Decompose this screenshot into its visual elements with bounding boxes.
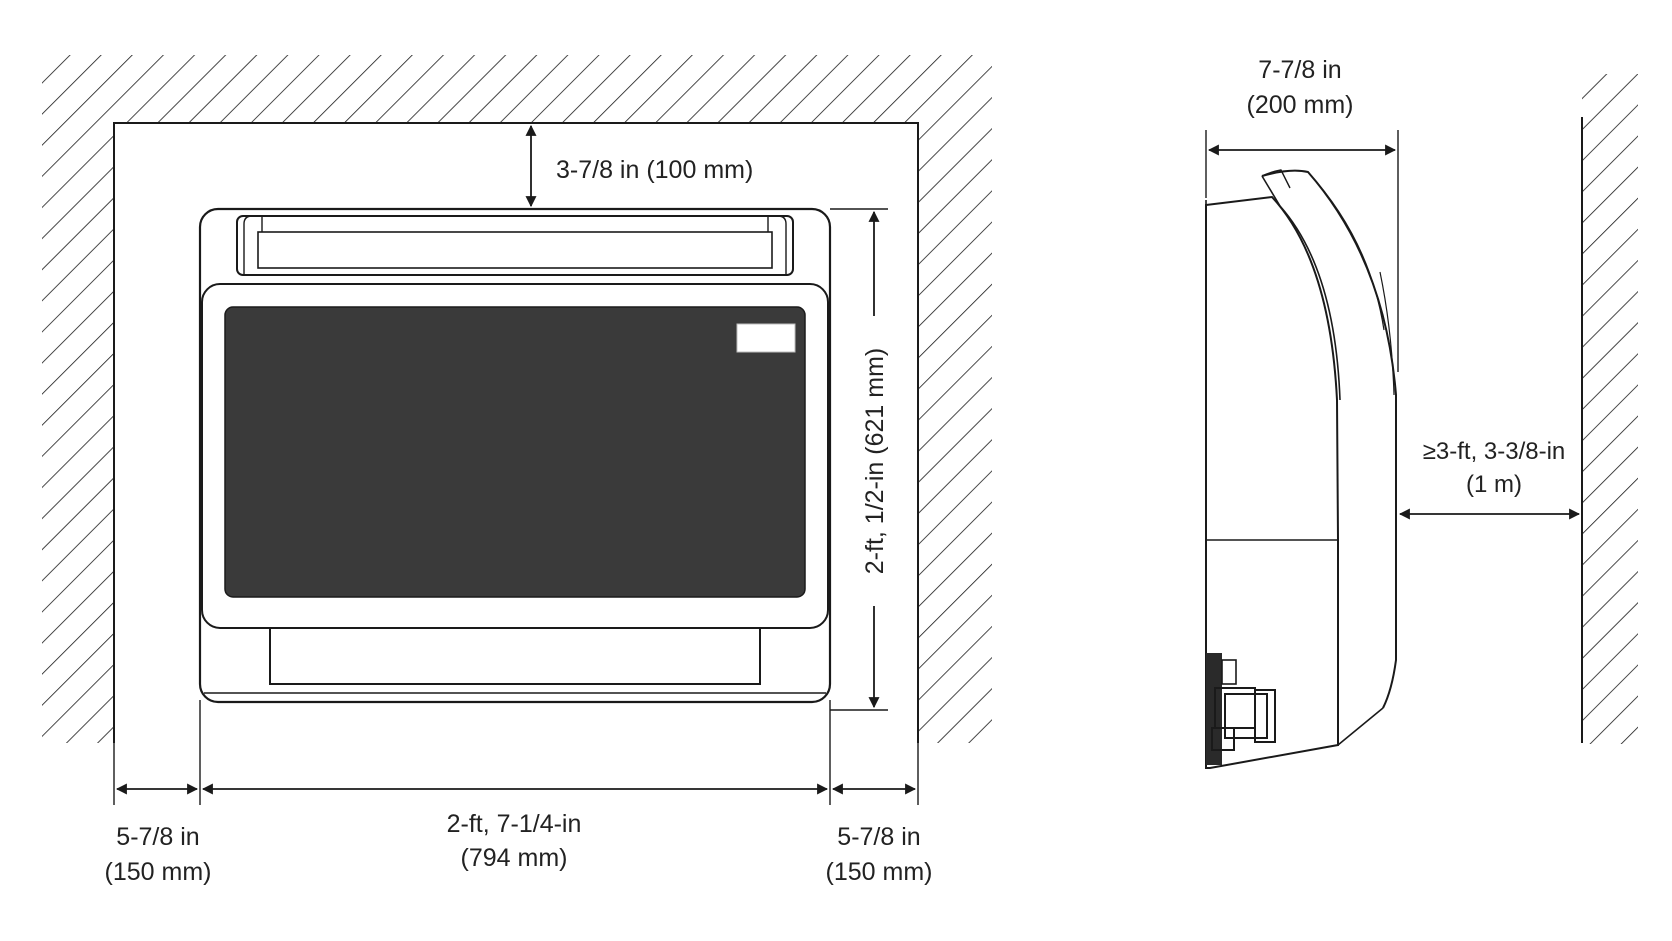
right-clearance-label-2: (150 mm) [826, 858, 933, 886]
front-panel-side [1261, 169, 1397, 709]
side-view: 7-7/8 in (200 mm) ≥3-ft, 3-3/8-in (1 m) [1205, 56, 1638, 769]
indoor-unit-side [1205, 169, 1397, 769]
unit-body [198, 207, 832, 704]
unit-side-profile [1205, 195, 1339, 769]
top-air-outlet [236, 215, 794, 276]
depth-label-2: (200 mm) [1247, 91, 1354, 119]
height-label: 2-ft, 1/2-in (621 mm) [861, 348, 889, 574]
width-label-2: (794 mm) [461, 844, 568, 872]
left-clearance-label-1: 5-7/8 in [116, 823, 199, 851]
indoor-unit-front [198, 207, 832, 704]
left-clearance-label-2: (150 mm) [105, 858, 212, 886]
bottom-air-intake [269, 627, 761, 685]
top-clearance-label: 3-7/8 in (100 mm) [556, 156, 753, 184]
front-clearance-label-2: (1 m) [1466, 471, 1522, 498]
depth-label-1: 7-7/8 in [1258, 56, 1341, 84]
front-panel-dark [224, 306, 806, 598]
side-wall-hatch [1582, 74, 1638, 744]
front-view: 3-7/8 in (100 mm) 2-ft, 1/2-in (621 mm) … [42, 55, 992, 886]
width-label-1: 2-ft, 7-1/4-in [447, 810, 582, 838]
front-clearance-label-1: ≥3-ft, 3-3/8-in [1423, 438, 1566, 465]
right-clearance-label-1: 5-7/8 in [837, 823, 920, 851]
pipe-connection [1206, 653, 1276, 765]
display-window [736, 323, 796, 353]
wall-recess-outline [113, 122, 919, 743]
